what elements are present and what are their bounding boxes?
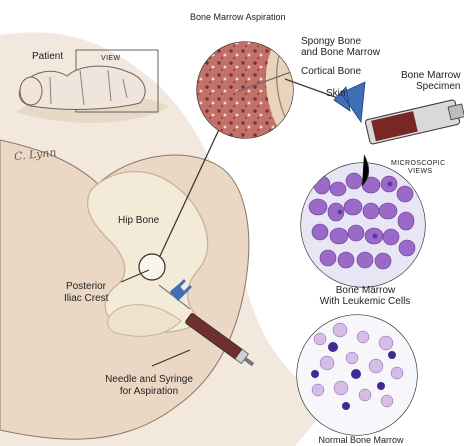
magnifier-circle-icon	[139, 254, 165, 280]
patient-label: Patient	[32, 51, 63, 62]
microscopic-label-line2: VIEWS	[408, 168, 433, 176]
normal-cells	[297, 315, 417, 435]
microscopic-label-line1: MICROSCOPIC	[391, 160, 446, 168]
posterior-label-line1: Posterior	[66, 281, 106, 292]
patient-head	[20, 77, 42, 105]
specimen-label-line2: Specimen	[416, 81, 460, 92]
hip-bone-label: Hip Bone	[118, 215, 159, 226]
posterior-label-line2: Iliac Crest	[64, 293, 108, 304]
spongy-bone-label-line2: and Bone Marrow	[301, 47, 380, 58]
normal-bone-marrow-label: Normal Bone Marrow	[306, 435, 416, 446]
leukemic-label-line2: With Leukemic Cells	[300, 296, 430, 307]
bone-marrow-specimen-syringe	[365, 98, 464, 144]
view-label: VIEW	[101, 55, 121, 63]
diagram-title: Bone Marrow Aspiration	[190, 12, 286, 23]
leukemic-label-line1: Bone Marrow	[313, 285, 418, 296]
specimen-label-line1: Bone Marrow	[401, 70, 460, 81]
needle-label-line2: for Aspiration	[96, 386, 202, 397]
cortical-bone-label: Cortical Bone	[301, 66, 361, 77]
needle-label-line1: Needle and Syringe	[96, 374, 202, 385]
spongy-bone-label-line1: Spongy Bone	[301, 36, 361, 47]
top-zoom-content	[197, 42, 305, 138]
skin-label: Skin	[326, 88, 345, 99]
